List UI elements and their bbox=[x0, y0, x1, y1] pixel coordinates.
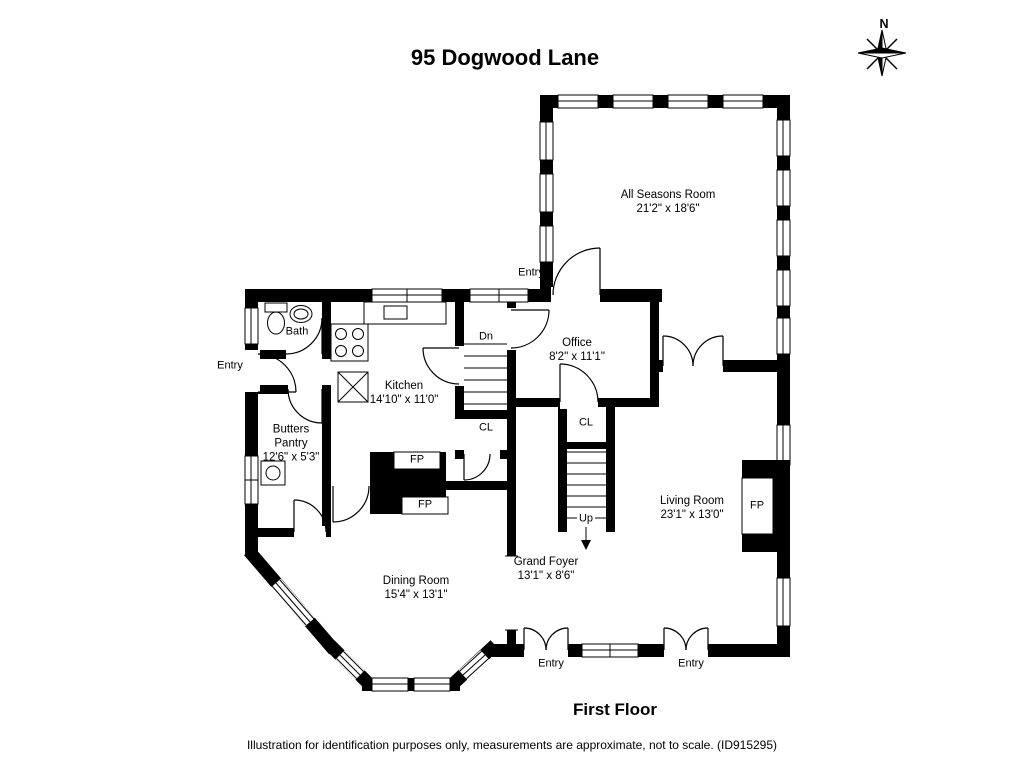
stairs-up bbox=[567, 451, 606, 542]
fireplace-living bbox=[741, 460, 790, 552]
windows-diagonal-lines bbox=[271, 579, 489, 680]
entry-label-side: Entry bbox=[217, 359, 243, 372]
stairs-up-arrow bbox=[581, 540, 591, 550]
stairs-up-label: Up bbox=[576, 512, 596, 526]
door-swings bbox=[257, 247, 724, 651]
window-mullions bbox=[245, 100, 784, 685]
room-label-kitchen: Kitchen 14'10" x 11'0" bbox=[370, 380, 439, 408]
room-label-office: Office 8'2" x 11'1" bbox=[549, 337, 605, 365]
stairs-down-label: Dn bbox=[478, 330, 494, 343]
windows-diagonal-white bbox=[271, 578, 490, 680]
room-name: Kitchen bbox=[384, 380, 424, 393]
wall-openings bbox=[243, 287, 723, 659]
walls-diagonal bbox=[244, 546, 500, 688]
room-name: Butters bbox=[272, 423, 310, 436]
room-label-foyer: Grand Foyer 13'1" x 8'6" bbox=[514, 556, 579, 584]
room-label-dining: Dining Room 15'4" x 13'1" bbox=[383, 575, 449, 603]
entry-label-front-right: Entry bbox=[678, 657, 704, 670]
disclaimer-text: Illustration for identification purposes… bbox=[246, 738, 778, 752]
room-dims: 15'4" x 13'1" bbox=[384, 589, 448, 601]
room-name: Dining Room bbox=[382, 575, 450, 588]
room-label-bath: Bath bbox=[285, 325, 309, 338]
cased-opening bbox=[505, 555, 518, 631]
entry-label-all-seasons: Entry bbox=[518, 266, 544, 279]
pantry-fixture bbox=[260, 460, 286, 486]
page-title: 95 Dogwood Lane bbox=[410, 45, 600, 70]
room-name: Pantry bbox=[274, 437, 308, 450]
room-name: Grand Foyer bbox=[513, 556, 579, 569]
fireplace-center bbox=[370, 451, 449, 515]
room-dims: 12'6" x 5'3" bbox=[262, 450, 320, 463]
stairs-down bbox=[464, 343, 507, 405]
compass-north-label: N bbox=[879, 17, 889, 31]
room-dims: 13'1" x 8'6" bbox=[517, 570, 575, 582]
closet-label-1: CL bbox=[476, 421, 496, 435]
floor-title: First Floor bbox=[572, 700, 658, 719]
fireplace-label-2: FP bbox=[417, 498, 433, 511]
entry-label-front-left: Entry bbox=[538, 657, 564, 670]
room-dims: 23'1" x 13'0" bbox=[660, 509, 724, 521]
fireplace-label-1: FP bbox=[409, 453, 425, 466]
compass-icon bbox=[857, 29, 907, 77]
room-dims: 14'10" x 11'0" bbox=[369, 394, 439, 406]
room-name: All Seasons Room bbox=[620, 189, 716, 202]
closet-label-2: CL bbox=[576, 416, 596, 430]
room-dims: 8'2" x 11'1" bbox=[549, 351, 605, 363]
fireplace-label-living: FP bbox=[749, 499, 765, 512]
room-name: Office bbox=[562, 337, 592, 350]
bath-fixtures bbox=[264, 302, 313, 335]
kitchen-fixtures bbox=[330, 301, 447, 403]
room-label-butlers-pantry: Butters Pantry 12'6" x 5'3" bbox=[263, 423, 320, 464]
room-label-all-seasons: All Seasons Room 21'2" x 18'6" bbox=[621, 189, 716, 217]
room-name: Living Room bbox=[660, 495, 724, 508]
room-label-living: Living Room 23'1" x 13'0" bbox=[660, 495, 724, 523]
room-dims: 21'2" x 18'6" bbox=[636, 203, 700, 215]
